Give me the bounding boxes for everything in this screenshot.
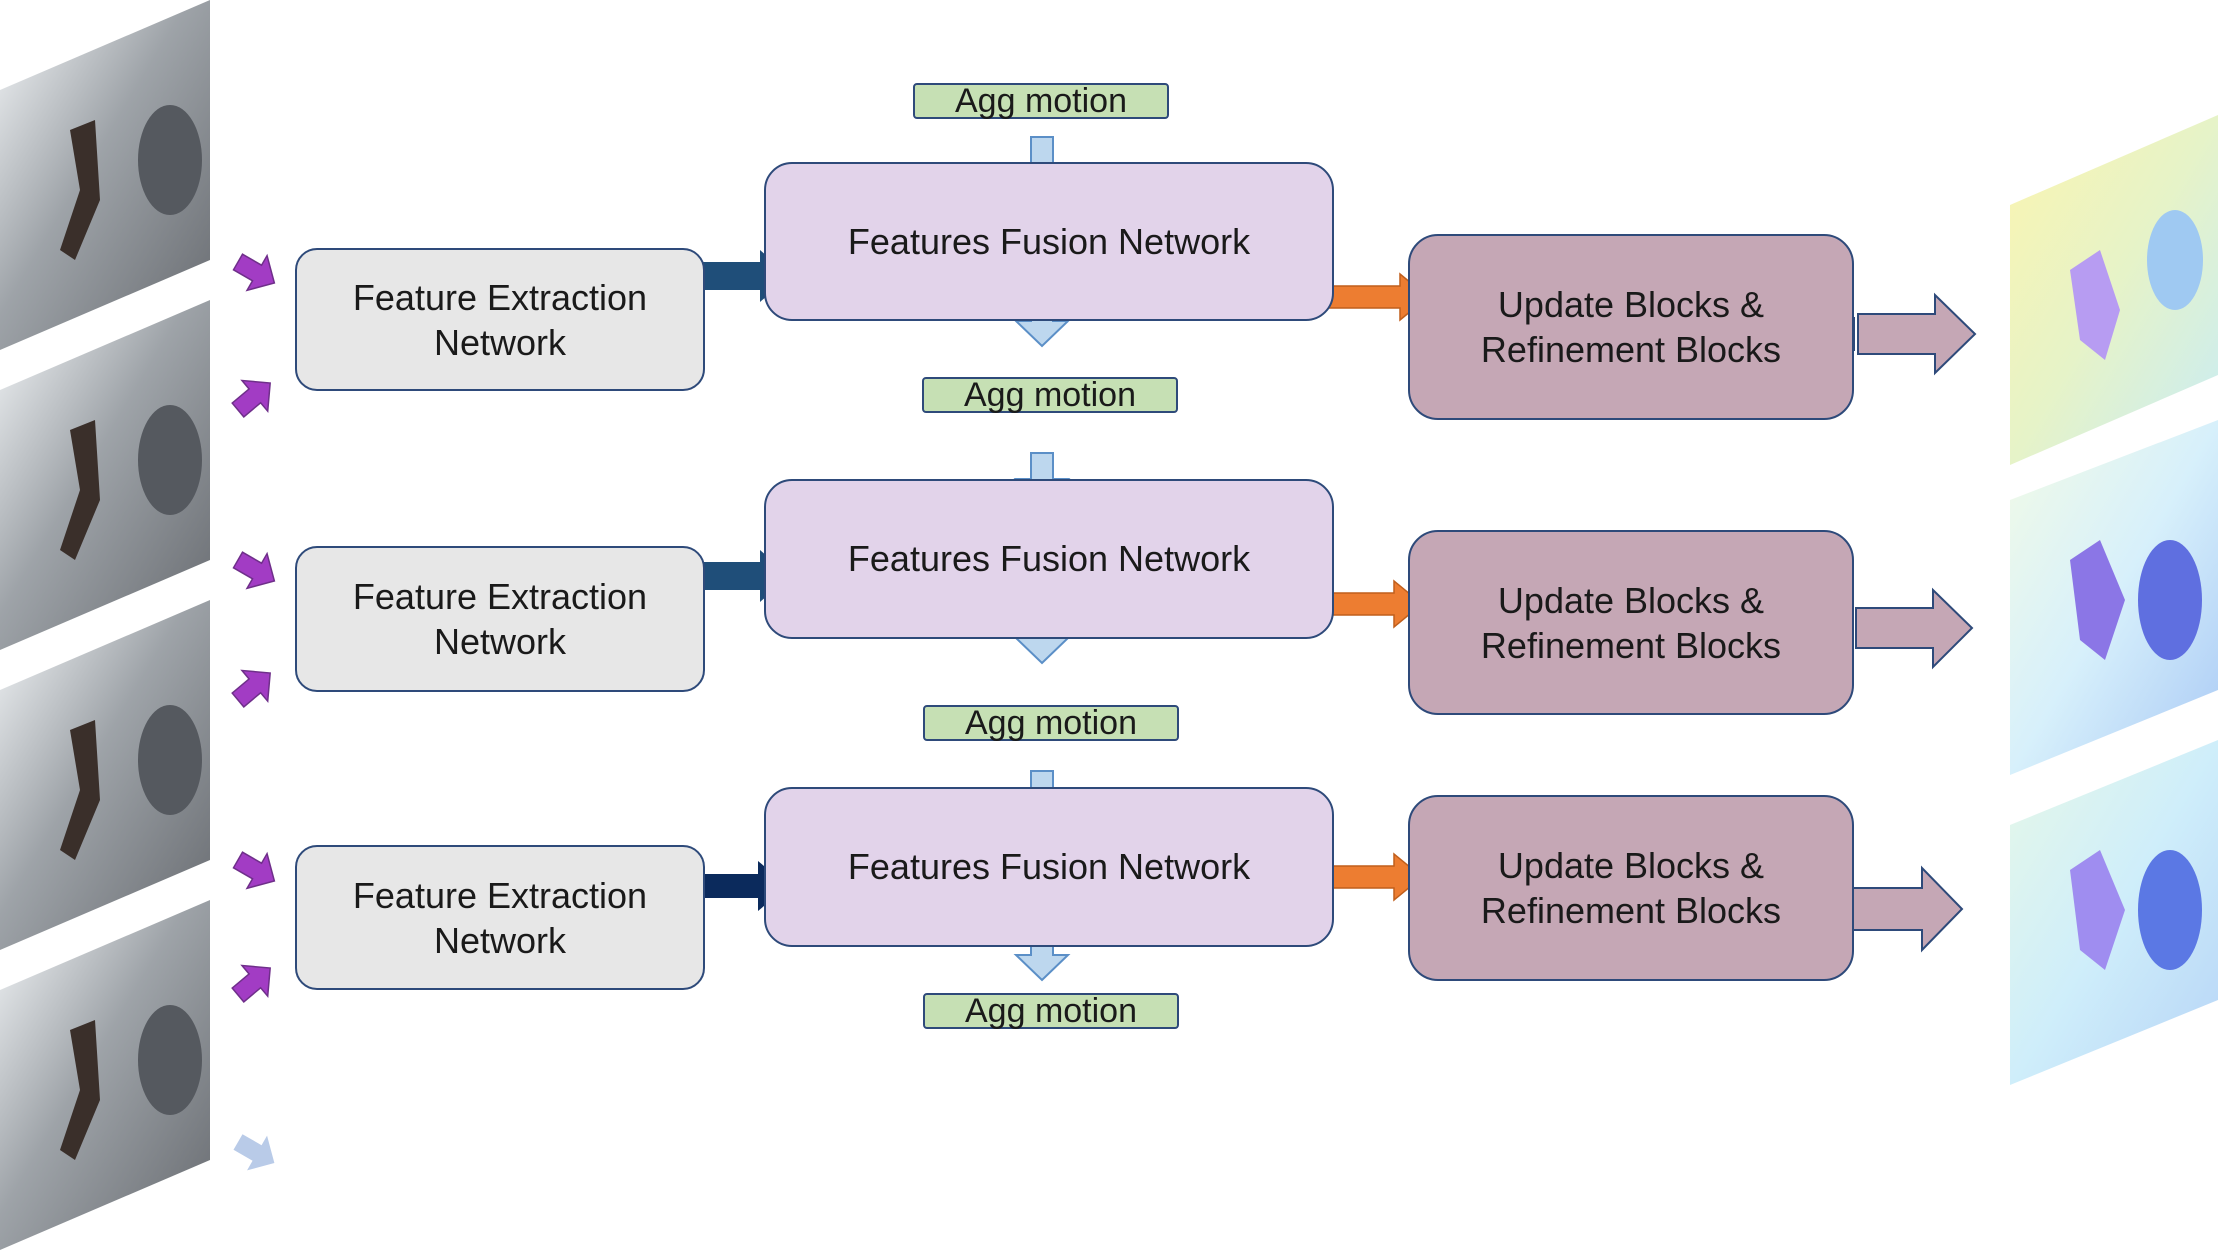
agg-motion-label: Agg motion [913,83,1169,119]
input-arrow [232,851,276,890]
fusion-network-box: Features Fusion Network [764,162,1334,321]
output-flow-map [2010,420,2218,775]
input-frame [0,300,210,650]
output-flow-map [2010,115,2218,465]
fe-to-fusion-arrow [688,861,788,911]
fusion-to-update-arrow [1321,579,1424,629]
agg-motion-label: Agg motion [923,993,1179,1029]
input-arrow [232,253,276,292]
input-arrow [231,379,271,418]
agg-motion-label: Agg motion [923,705,1179,741]
fusion-network-box: Features Fusion Network [764,787,1334,947]
input-frame [0,600,210,950]
input-arrow [232,551,276,590]
input-frame [0,900,210,1250]
input-arrow [231,964,271,1003]
fusion-network-box: Features Fusion Network [764,479,1334,639]
input-frame [0,0,210,350]
agg-motion-label: Agg motion [922,377,1178,413]
update-refinement-box: Update Blocks &Refinement Blocks [1408,234,1854,420]
output-arrow [1839,292,1977,376]
input-arrow [231,669,271,708]
output-flow-map [2010,740,2218,1085]
update-refinement-box: Update Blocks &Refinement Blocks [1408,795,1854,981]
output-arrow [1837,587,1974,670]
input-arrow-faded [233,1134,275,1171]
update-refinement-box: Update Blocks &Refinement Blocks [1408,530,1854,715]
fusion-to-update-arrow [1321,852,1424,902]
